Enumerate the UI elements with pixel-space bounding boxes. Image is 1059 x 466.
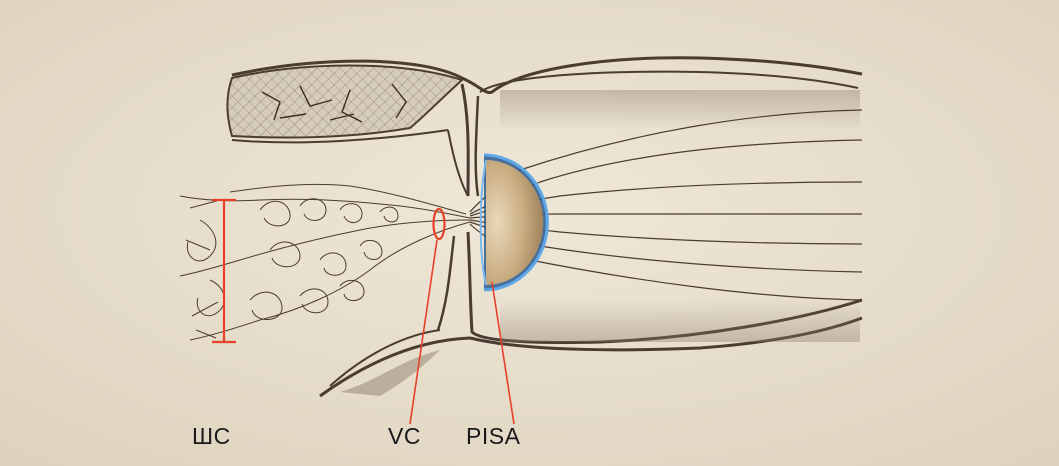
vena-contracta-label: VC: [388, 423, 421, 450]
jet-width-label: ШС: [192, 423, 231, 450]
pisa-label: PISA: [466, 423, 520, 450]
